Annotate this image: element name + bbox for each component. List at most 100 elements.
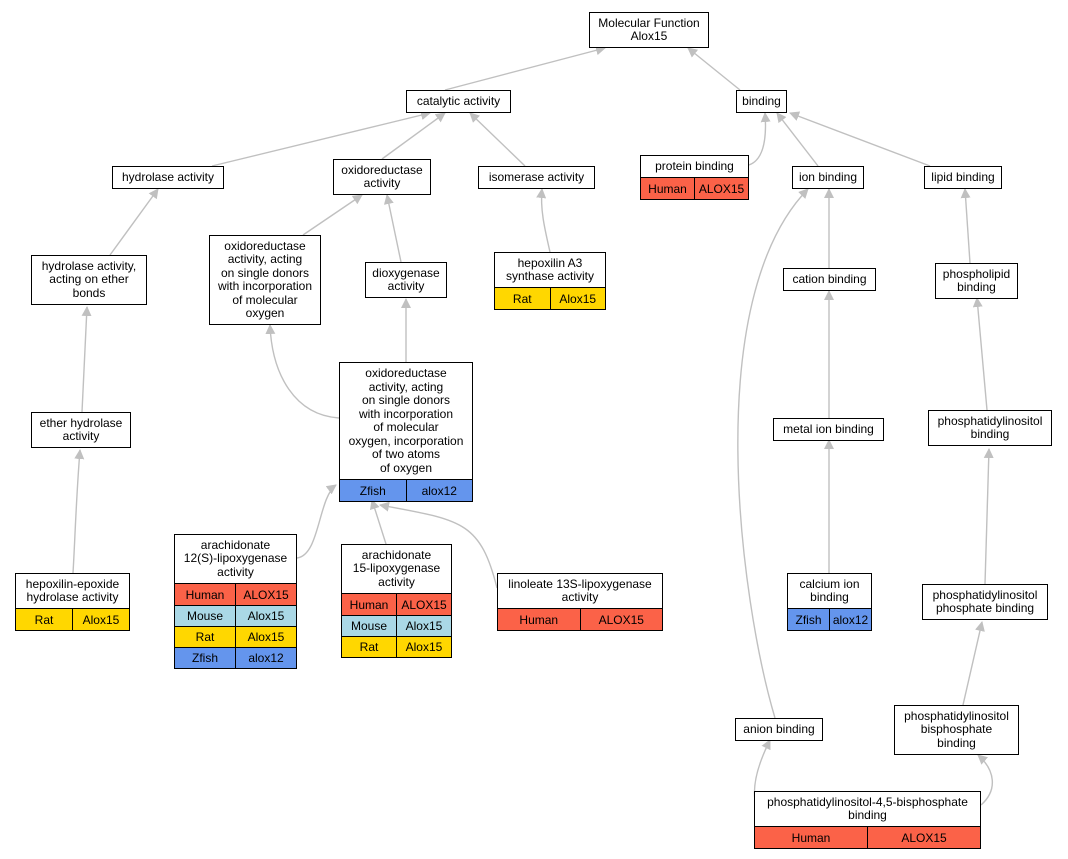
node-metal-ion-binding[interactable]: metal ion binding <box>773 418 884 441</box>
gene-cell: Alox15 <box>235 606 296 626</box>
node-cation-binding[interactable]: cation binding <box>783 268 876 291</box>
node-pi-phosphate-binding[interactable]: phosphatidylinositol phosphate binding <box>922 584 1048 620</box>
node-label: dioxygenase activity <box>372 265 440 293</box>
node-label: lipid binding <box>931 169 995 184</box>
gene-cell: alox12 <box>405 480 473 501</box>
node-ion-binding[interactable]: ion binding <box>792 166 864 189</box>
node-oxidoreductase-activity[interactable]: oxidoreductase activity <box>333 159 431 195</box>
node-pip2-binding[interactable]: phosphatidylinositol-4,5-bisphosphate bi… <box>754 791 981 849</box>
edge-oxido-single-to-oxidoreductase <box>302 194 363 236</box>
edge-arach15-to-two-atoms <box>369 499 387 545</box>
node-ether-hydrolase[interactable]: ether hydrolase activity <box>31 412 131 448</box>
node-label: oxidoreductase activity, acting on singl… <box>217 238 313 320</box>
edge-ether-hydrolase-to-hydrolase-ether <box>81 306 92 413</box>
gene-cell: Alox15 <box>396 637 451 657</box>
node-hydrolase-ether-bonds[interactable]: hydrolase activity, acting on ether bond… <box>31 255 147 305</box>
node-label: oxidoreductase activity, acting on singl… <box>348 366 464 475</box>
edge-hepoxilin-a3-to-isomerase <box>536 188 551 253</box>
edge-pi-phosphate-to-pi-binding <box>983 448 994 585</box>
edge-pip2-to-pi-bisphosphate <box>977 754 994 806</box>
edge-protein-binding-to-binding <box>748 112 771 166</box>
gene-cell: Alox15 <box>235 627 296 647</box>
edge-ion-binding-to-binding <box>776 112 819 167</box>
node-oxidoreductase-single-donors[interactable]: oxidoreductase activity, acting on singl… <box>209 235 321 325</box>
gene-cell: Alox15 <box>549 288 606 309</box>
node-arachidonate-12s[interactable]: arachidonate 12(S)-lipoxygenase activity… <box>174 534 297 669</box>
species-cell: Human <box>648 181 687 196</box>
node-label: arachidonate 12(S)-lipoxygenase activity <box>183 537 288 579</box>
edge-hydrolase-to-catalytic <box>211 110 431 167</box>
edge-pi-binding-to-phospholipid <box>972 297 988 411</box>
edge-anion-binding-to-ion-binding <box>737 188 809 719</box>
node-dioxygenase-activity[interactable]: dioxygenase activity <box>365 262 447 298</box>
node-label: binding <box>742 93 781 108</box>
node-phospholipid-binding[interactable]: phospholipid binding <box>935 263 1018 299</box>
annotation-row: Zfish alox12 <box>175 647 296 668</box>
node-oxidoreductase-two-atoms[interactable]: oxidoreductase activity, acting on singl… <box>339 362 473 502</box>
species-cell: Rat <box>195 630 215 644</box>
annotation-row: Mouse Alox15 <box>175 605 296 626</box>
species-cell: Mouse <box>350 619 388 633</box>
node-anion-binding[interactable]: anion binding <box>735 718 823 741</box>
node-pi-bisphosphate-binding[interactable]: phosphatidylinositol bisphosphate bindin… <box>894 705 1019 755</box>
edge-binding-to-mf <box>687 47 741 91</box>
species-cell: Rat <box>359 640 379 654</box>
gene-cell: alox12 <box>829 609 871 630</box>
node-hydrolase-activity[interactable]: hydrolase activity <box>112 166 224 189</box>
node-label: ether hydrolase activity <box>39 415 123 443</box>
species-cell: Human <box>791 830 831 845</box>
gene-cell: alox12 <box>235 648 296 668</box>
node-label: hydrolase activity, acting on ether bond… <box>41 258 137 300</box>
species-cell: Human <box>519 612 559 627</box>
annotation-table: Human ALOX15 <box>641 177 748 199</box>
node-label: phosphatidylinositol bisphosphate bindin… <box>904 708 1009 750</box>
node-catalytic-activity[interactable]: catalytic activity <box>406 90 511 113</box>
edge-oxidoreductase-to-catalytic <box>381 112 446 160</box>
node-label: phosphatidylinositol-4,5-bisphosphate bi… <box>767 794 968 822</box>
edge-dioxygenase-to-oxidoreductase <box>383 194 402 263</box>
node-binding[interactable]: binding <box>736 90 787 113</box>
node-label: catalytic activity <box>416 93 501 108</box>
edge-lipid-binding-to-binding <box>789 111 931 167</box>
node-lipid-binding[interactable]: lipid binding <box>924 166 1002 189</box>
node-label: Molecular Function Alox15 <box>598 15 700 43</box>
node-label: isomerase activity <box>488 169 585 184</box>
node-molecular-function[interactable]: Molecular Function Alox15 <box>589 12 709 48</box>
node-isomerase-activity[interactable]: isomerase activity <box>478 166 595 189</box>
species-cell: Human <box>185 587 225 602</box>
gene-cell: ALOX15 <box>396 594 451 615</box>
species-cell: Human <box>349 597 389 612</box>
edge-phospholipid-to-lipid-binding <box>960 188 971 264</box>
species-cell: Mouse <box>186 609 224 623</box>
node-phosphatidylinositol-binding[interactable]: phosphatidylinositol binding <box>928 410 1052 446</box>
gene-cell: Alox15 <box>396 616 451 636</box>
node-label: phosphatidylinositol binding <box>937 413 1043 441</box>
edge-pi-bisphosphate-to-pi-phosphate <box>962 621 985 706</box>
node-label: anion binding <box>743 721 815 736</box>
gene-cell: ALOX15 <box>694 178 748 199</box>
node-label: oxidoreductase activity <box>341 162 423 190</box>
species-cell: Zfish <box>191 651 218 665</box>
node-label: phospholipid binding <box>942 266 1011 294</box>
node-label: cation binding <box>792 271 867 286</box>
annotation-row: Rat Alox15 <box>175 626 296 647</box>
annotation-row: Human ALOX15 <box>641 178 748 199</box>
